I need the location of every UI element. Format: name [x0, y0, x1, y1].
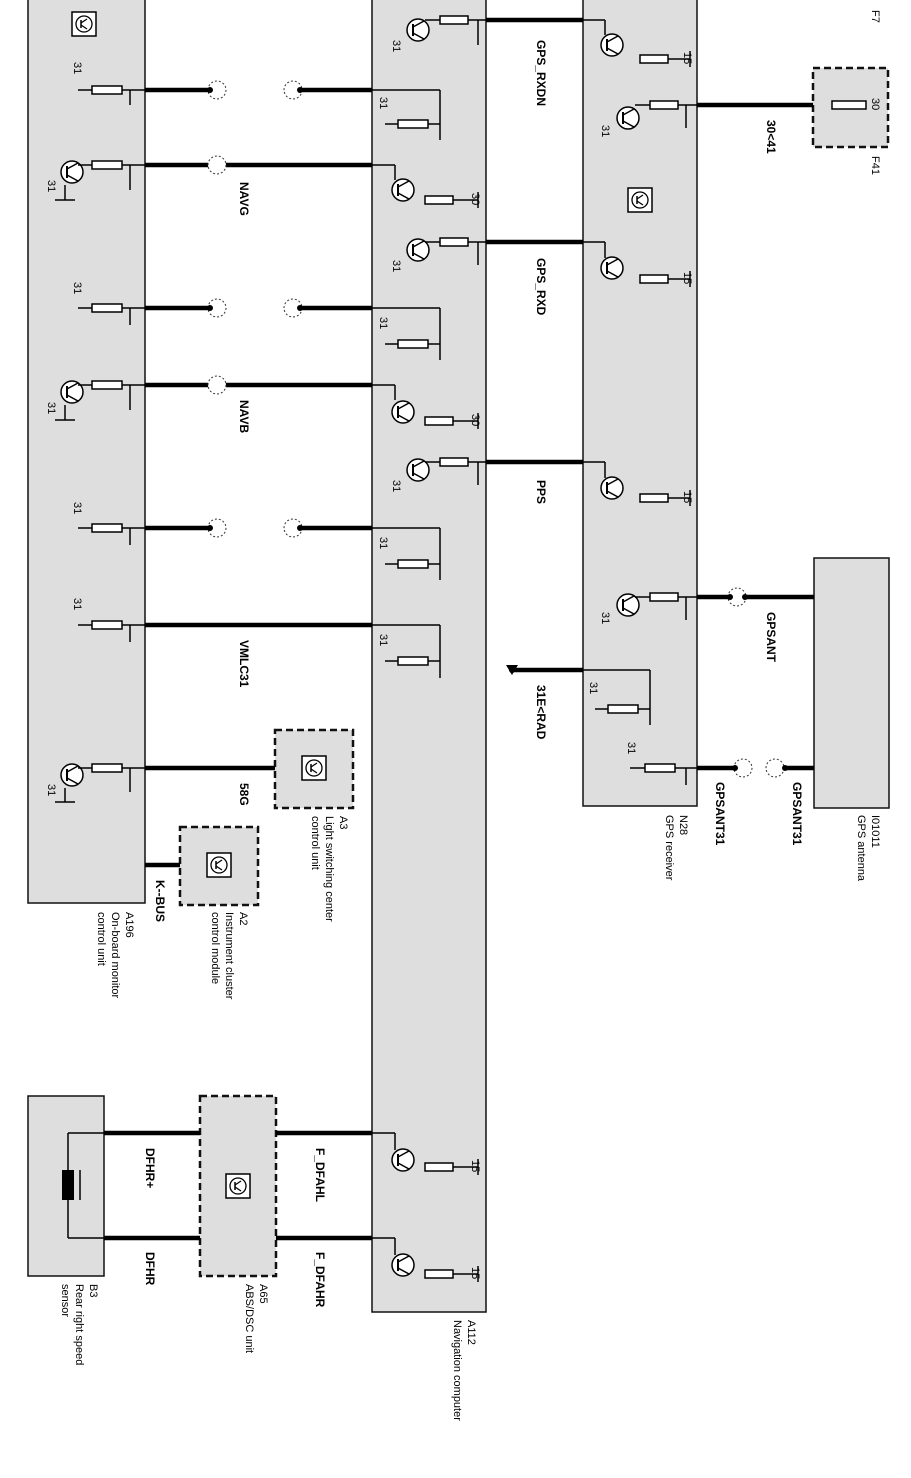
a65-id: A65	[257, 1284, 269, 1304]
svg-text:15: 15	[681, 272, 693, 284]
b3-id: B3	[87, 1284, 99, 1297]
a112-name: Navigation computer	[451, 1320, 463, 1421]
label-31e-rad: 31E<RAD	[534, 685, 548, 740]
b3-name-2: sensor	[59, 1284, 71, 1317]
terminal-labels: 31 31 31 31 31 31 31 31 31 31 31 31 31 3…	[45, 40, 881, 1279]
a65-name: ABS/DSC unit	[243, 1284, 255, 1353]
label-dfhr: DFHR	[143, 1252, 157, 1286]
label-navg: NAVG	[237, 182, 251, 216]
a2-name-2: control module	[209, 912, 221, 984]
svg-text:31: 31	[377, 634, 389, 646]
a196-module-icon	[71, 11, 97, 37]
svg-text:31: 31	[45, 784, 57, 796]
f7-id: F7	[869, 10, 881, 23]
label-f-dfahl: F_DFAHL	[313, 1148, 327, 1202]
svg-text:15: 15	[469, 1160, 481, 1172]
svg-text:31: 31	[45, 180, 57, 192]
label-gpsant31-a: GPSANT31	[713, 782, 727, 846]
component-labels: A196 On-board monitor control unit A2 In…	[59, 10, 881, 1421]
svg-text:31: 31	[71, 62, 83, 74]
svg-text:30: 30	[469, 414, 481, 426]
svg-text:31: 31	[625, 742, 637, 754]
label-pps: PPS	[534, 480, 548, 504]
svg-text:15: 15	[681, 491, 693, 503]
a112-id: A112	[465, 1320, 477, 1345]
svg-text:31: 31	[377, 97, 389, 109]
a196-name-2: control unit	[95, 912, 107, 966]
label-30-41: 30<41	[764, 120, 778, 154]
i01011-id: I01011	[869, 815, 881, 848]
a3-module-icon	[301, 755, 327, 781]
a196-id: A196	[123, 912, 135, 938]
a112-box	[371, 0, 487, 1313]
a2-module-icon	[206, 852, 232, 878]
label-gps-rxd: GPS_RXD	[534, 258, 548, 316]
svg-text:31: 31	[71, 282, 83, 294]
a3-name-1: Light switching center	[323, 816, 335, 922]
b3-name-1: Rear right speed	[73, 1284, 85, 1365]
svg-text:31: 31	[390, 40, 402, 52]
svg-text:31: 31	[390, 480, 402, 492]
svg-text:31: 31	[45, 402, 57, 414]
a2-id: A2	[237, 912, 249, 925]
internal-stages	[55, 15, 867, 1282]
a3-name-2: control unit	[309, 816, 321, 870]
a196-box	[27, 0, 146, 904]
svg-text:31: 31	[599, 125, 611, 137]
n28-module-icon	[627, 187, 653, 213]
n28-name: GPS receiver	[663, 815, 675, 881]
i01011-box	[813, 557, 890, 809]
label-gpsant: GPSANT	[764, 612, 778, 663]
a196-name-1: On-board monitor	[109, 912, 121, 999]
n28-id: N28	[677, 815, 689, 835]
a2-name-1: Instrument cluster	[223, 912, 235, 1000]
bus-wires	[104, 17, 814, 1241]
label-f-dfahr: F_DFAHR	[313, 1252, 327, 1308]
svg-text:30: 30	[869, 98, 881, 110]
svg-text:15: 15	[681, 52, 693, 64]
i01011-name: GPS antenna	[855, 815, 867, 882]
svg-text:31: 31	[377, 537, 389, 549]
svg-text:31: 31	[599, 612, 611, 624]
connector-circles	[207, 80, 788, 778]
svg-text:15: 15	[469, 1267, 481, 1279]
label-kbus: K--BUS	[153, 880, 167, 922]
label-58g: 58G	[237, 783, 251, 806]
svg-text:31: 31	[390, 260, 402, 272]
svg-text:30: 30	[469, 193, 481, 205]
label-vmlc31: VMLC31	[237, 640, 251, 688]
svg-text:31: 31	[377, 317, 389, 329]
svg-text:31: 31	[587, 682, 599, 694]
signal-labels: GPS_RXDN GPS_RXD PPS NAVG NAVB VMLC31 58…	[143, 40, 804, 1308]
a65-module-icon	[225, 1173, 251, 1199]
svg-text:31: 31	[71, 598, 83, 610]
label-navb: NAVB	[237, 400, 251, 433]
label-gps-rxdn: GPS_RXDN	[534, 40, 548, 106]
label-dfhr-plus: DFHR+	[143, 1148, 157, 1188]
f41-id: F41	[869, 156, 881, 175]
a3-id: A3	[337, 816, 349, 829]
label-gpsant31-b: GPSANT31	[790, 782, 804, 846]
svg-text:31: 31	[71, 502, 83, 514]
n28-box	[582, 0, 698, 807]
